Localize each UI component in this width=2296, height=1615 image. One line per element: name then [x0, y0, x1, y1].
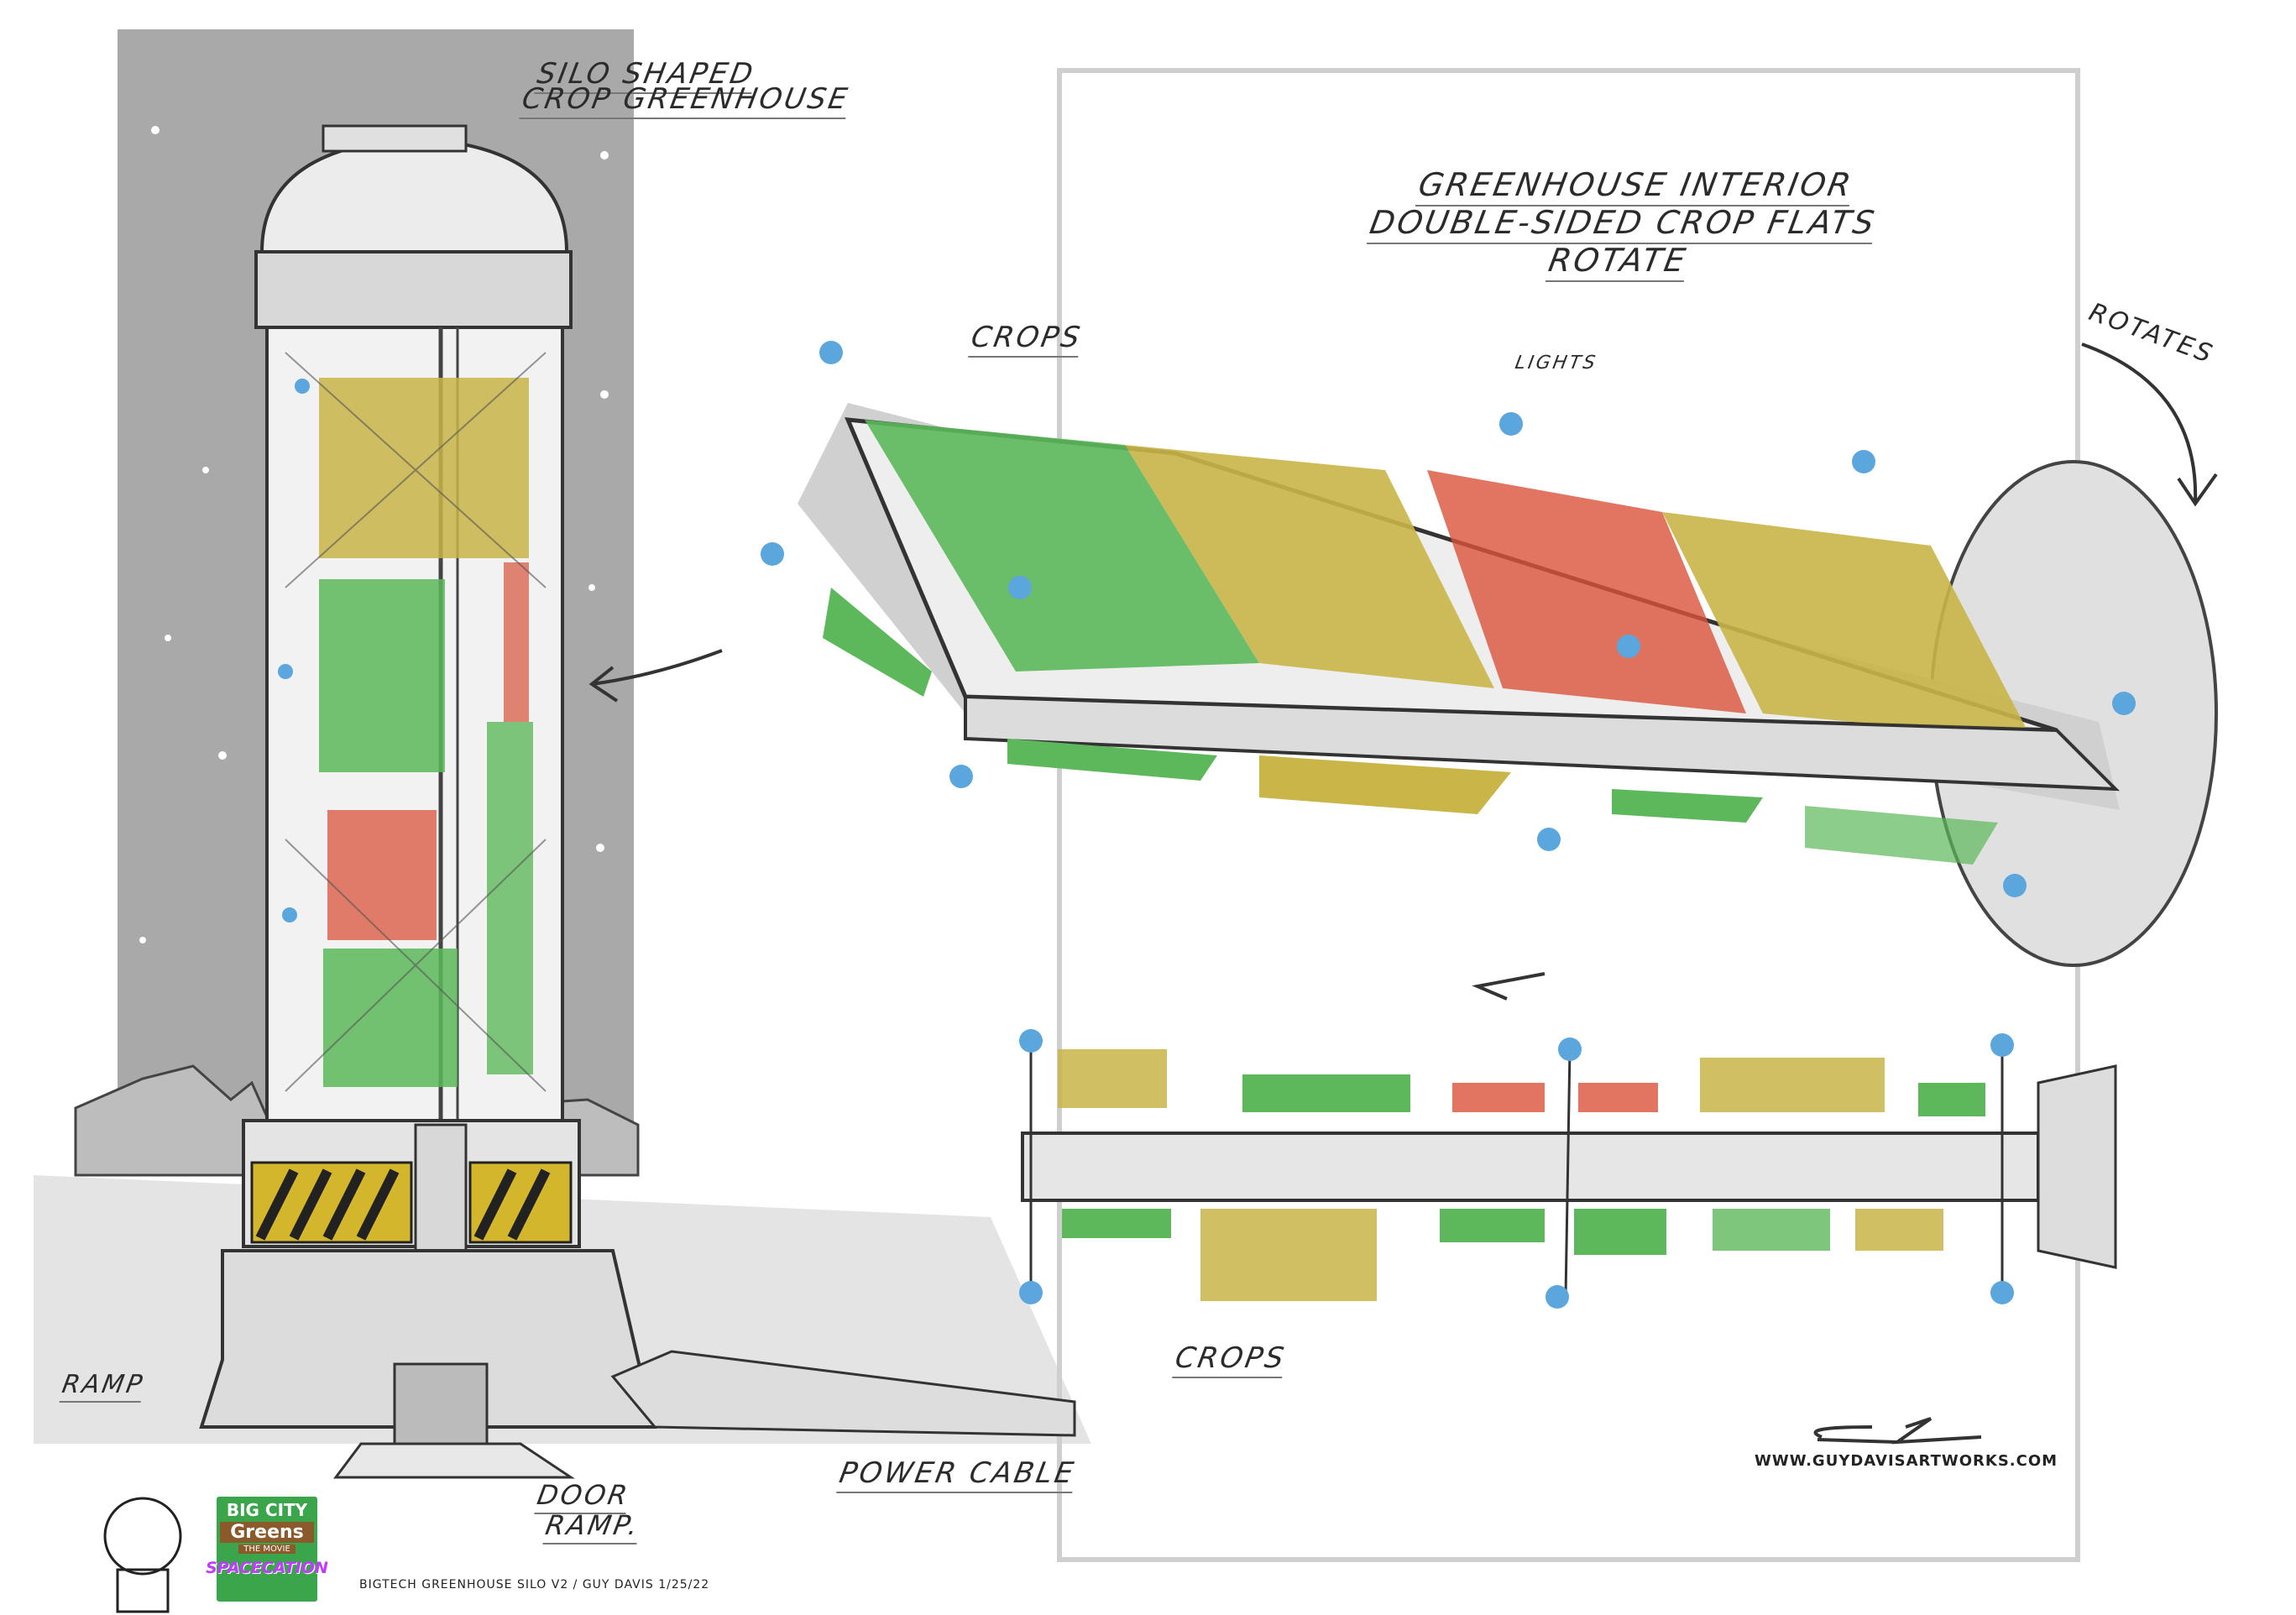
astronaut-doodle — [103, 1497, 182, 1613]
power-cable-label: POWER CABLE — [836, 1456, 1079, 1493]
logo-line3: THE MOVIE — [238, 1544, 295, 1554]
website-credit: WWW.GUYDAVISARTWORKS.COM — [1755, 1452, 2058, 1470]
interior-title-line1: GREENHOUSE INTERIOR — [1415, 166, 1856, 206]
logo-line1: BIG CITY — [226, 1500, 308, 1520]
silo — [199, 124, 1076, 1479]
crops-label-top: CROPS — [968, 321, 1085, 358]
door-ramp-line2: RAMP. — [542, 1509, 643, 1544]
show-logo: BIG CITY Greens THE MOVIE SPACECATION — [206, 1494, 328, 1604]
lights-label: LIGHTS — [1513, 353, 1599, 374]
silo-title-line2: CROP GREENHOUSE — [519, 82, 852, 119]
rotates-arrow — [2081, 342, 2218, 507]
sketch-caption: BIGTECH GREENHOUSE SILO V2 / GUY DAVIS 1… — [359, 1578, 710, 1591]
signature — [1813, 1417, 1982, 1445]
crops-label-bottom: CROPS — [1172, 1341, 1289, 1378]
interior-title-line2: DOUBLE-SIDED CROP FLATS — [1366, 204, 1880, 244]
rotating-crop-tray — [761, 341, 2218, 967]
logo-line4: SPACECATION — [206, 1559, 328, 1577]
interior-title-line3: ROTATE — [1545, 242, 1691, 282]
arrow-to-interior — [588, 649, 723, 703]
side-view-tray — [1019, 972, 2117, 1309]
logo-line2: Greens — [220, 1522, 314, 1543]
stars — [139, 126, 609, 943]
interior-frame — [1057, 68, 2080, 1562]
ramp-label: RAMP — [59, 1370, 147, 1403]
